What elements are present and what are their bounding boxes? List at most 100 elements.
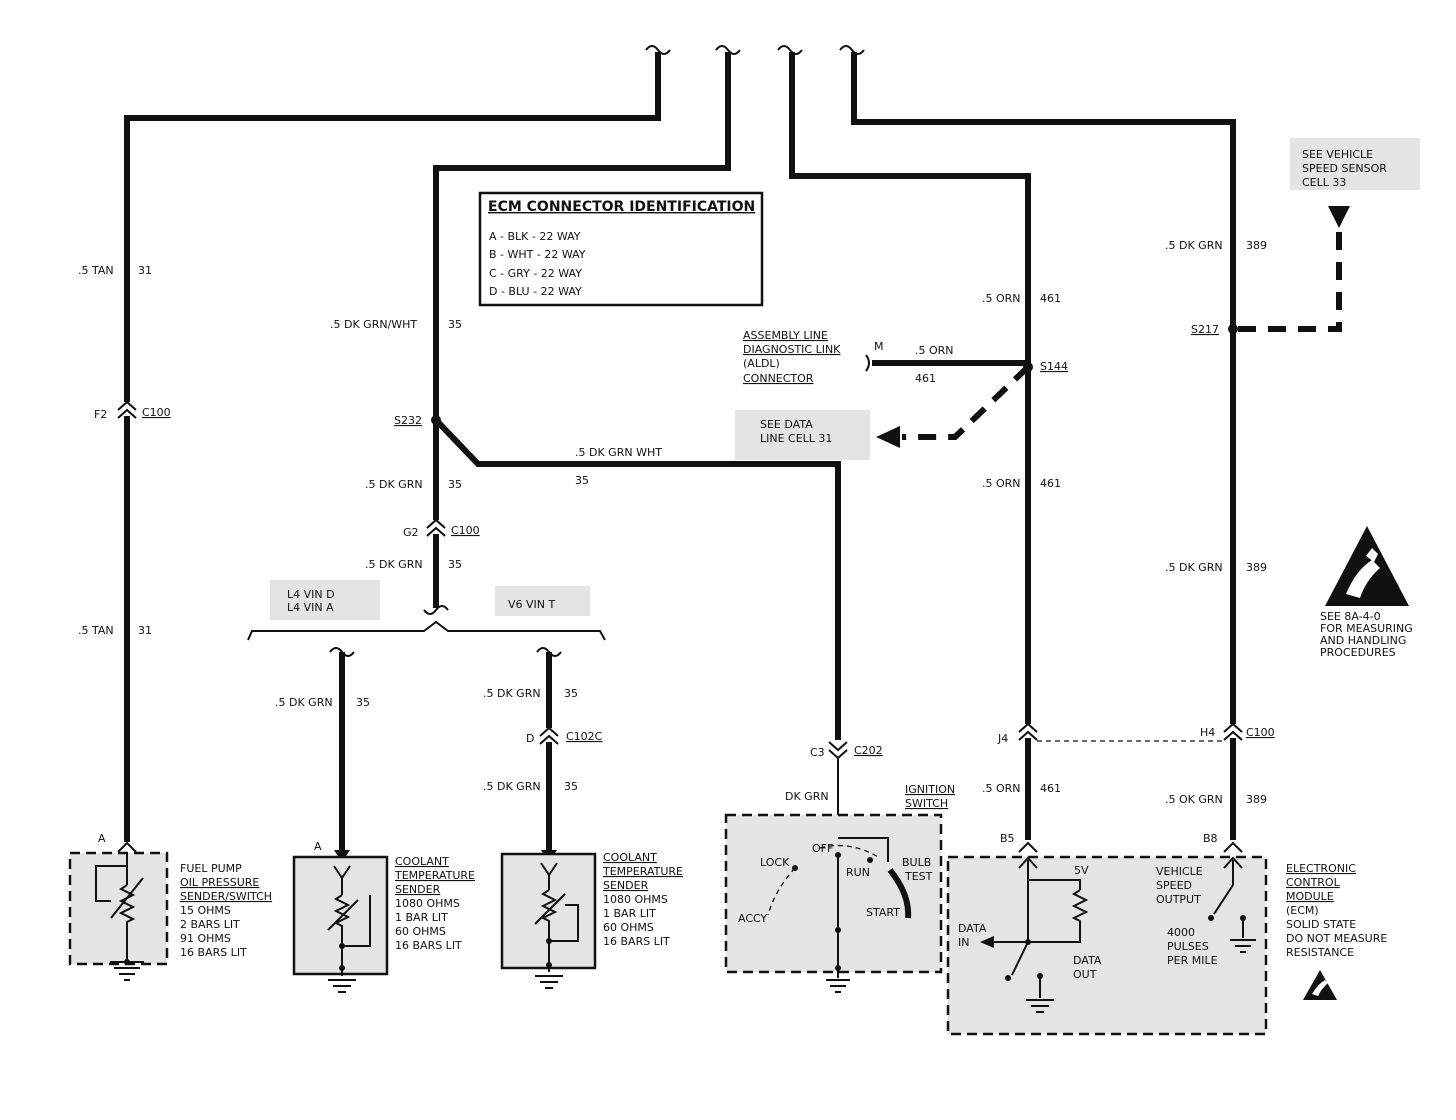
connector-c100-h4	[1223, 722, 1243, 741]
electronic-control-module	[946, 855, 1268, 1036]
wire-31-tan-bottom-circuit: 31	[138, 624, 152, 637]
ecm-vss-output-3: OUTPUT	[1156, 893, 1201, 906]
aldl-pin-label: M	[874, 340, 884, 353]
ignition-pos-lock: LOCK	[760, 856, 790, 869]
aldl-line-4: CONNECTOR	[743, 372, 814, 385]
connector-c100-b-label: C100	[451, 524, 480, 537]
wire-break-g2	[423, 605, 449, 615]
ecm-title-5: SOLID STATE	[1286, 918, 1356, 931]
fuel-pump-line-2: OIL PRESSURE	[180, 876, 259, 889]
ignition-title-2: SWITCH	[905, 797, 948, 810]
splice-s217	[1228, 324, 1238, 334]
wire-461-orn	[789, 52, 1031, 724]
wire-389-dkgrn-top-circuit: 389	[1246, 239, 1267, 252]
esd-ref-4: PROCEDURES	[1320, 646, 1396, 659]
wire-35-dkgrn-l4-circuit: 35	[356, 696, 370, 709]
wire-461-orn-bottom-circuit: 461	[1040, 782, 1061, 795]
wire-35-dkgrnwht-top-color: .5 DK GRN/WHT	[330, 318, 417, 331]
wire-35-dkgrnwht-horiz-color: .5 DK GRN WHT	[575, 446, 662, 459]
engine-l4-line1: L4 VIN D	[287, 588, 335, 601]
ecm-data-in-1: DATA	[958, 922, 987, 935]
data-line-arrow	[876, 426, 900, 448]
connector-c102c-label: C102C	[566, 730, 603, 743]
coolant-l4-line-7: 16 BARS LIT	[395, 939, 462, 952]
ecm-table-title: ECM CONNECTOR IDENTIFICATION	[488, 199, 755, 215]
connector-c3-label: C3	[810, 746, 825, 759]
wire-35-dkgrn-s232-color: .5 DK GRN	[365, 478, 423, 491]
ecm-pulses-1: 4000	[1167, 926, 1195, 939]
coolant-l4-line-2: TEMPERATURE	[394, 869, 475, 882]
fuel-pump-line-3: SENDER/SWITCH	[180, 890, 272, 903]
wire-461-orn-mid-color: .5 ORN	[982, 477, 1021, 490]
wire-461-orn-mid-circuit: 461	[1040, 477, 1061, 490]
data-line-reference-shade	[735, 410, 870, 460]
connector-c202-c3	[828, 741, 848, 760]
coolant-l4-line-3: SENDER	[395, 883, 441, 896]
ecm-table-row-d: D - BLU - 22 WAY	[489, 285, 582, 298]
wire-461-orn-aldl-circuit: 461	[915, 372, 936, 385]
ecm-title-3: MODULE	[1286, 890, 1334, 903]
fuel-pump-line-6: 91 OHMS	[180, 932, 231, 945]
terminal-b8-mark	[1223, 841, 1243, 853]
ecm-title-6: DO NOT MEASURE	[1286, 932, 1387, 945]
coolant-v6-line-7: 16 BARS LIT	[603, 935, 670, 948]
splice-s232-label: S232	[394, 414, 422, 427]
connector-d-label: D	[526, 732, 534, 745]
coolant-l4-line-1: COOLANT	[395, 855, 449, 868]
ecm-table-row-a: A - BLK - 22 WAY	[489, 230, 581, 243]
connector-f2-label: F2	[94, 408, 107, 421]
engine-l4-line2: L4 VIN A	[287, 601, 334, 614]
vss-reference-shade	[1290, 138, 1420, 190]
coolant-v6-line-4: 1080 OHMS	[603, 893, 668, 906]
terminal-b5-mark	[1018, 841, 1038, 853]
fuel-pump-line-4: 15 OHMS	[180, 904, 231, 917]
ecm-5v-label: 5V	[1074, 864, 1089, 877]
wire-35-dkgrnwht-horizontal	[433, 417, 841, 740]
wire-35-dkgrn-v6-bottom-color: .5 DK GRN	[483, 780, 541, 793]
wire-35-dkgrnwht-top-circuit: 35	[448, 318, 462, 331]
ecm-pulses-2: PULSES	[1167, 940, 1209, 953]
coolant-l4-line-4: 1080 OHMS	[395, 897, 460, 910]
ignition-pos-test: TEST	[904, 870, 933, 883]
connector-h4-label: H4	[1200, 726, 1215, 739]
ecm-vss-output-2: SPEED	[1156, 879, 1192, 892]
engine-option-bracket	[247, 620, 606, 641]
fuel-pump-line-1: FUEL PUMP	[180, 862, 242, 875]
vss-ref-2: SPEED SENSOR	[1302, 162, 1387, 175]
connector-c100-a-label: C100	[142, 406, 171, 419]
wire-31-tan-bottom-color: .5 TAN	[78, 624, 114, 637]
connector-c100-f2	[117, 400, 137, 419]
wire-35-dkgrnwht-horiz-circuit: 35	[575, 474, 589, 487]
ecm-title-2: CONTROL	[1286, 876, 1341, 889]
wire-35-dkgrnwht-upper	[433, 52, 731, 420]
l4-option-shade	[270, 580, 380, 620]
v6-option-shade	[495, 586, 590, 616]
wire-389-dkgrn-mid-color: .5 DK GRN	[1165, 561, 1223, 574]
vss-ref-1: SEE VEHICLE	[1302, 148, 1373, 161]
esd-ref-1: SEE 8A-4-0	[1320, 610, 1381, 623]
data-line-ref-1: SEE DATA	[760, 418, 813, 431]
ecm-table-row-c: C - GRY - 22 WAY	[489, 267, 582, 280]
aldl-line-1: ASSEMBLY LINE	[743, 329, 828, 342]
splice-s144-label: S144	[1040, 360, 1068, 373]
fuel-pump-line-7: 16 BARS LIT	[180, 946, 247, 959]
vss-ref-3: CELL 33	[1302, 176, 1346, 189]
connector-c100-j4	[1018, 722, 1038, 741]
ignition-pos-accy: ACCY	[738, 912, 767, 925]
ignition-title-1: IGNITION	[905, 783, 955, 796]
fuel-pump-oil-pressure-sender: A	[68, 832, 169, 981]
data-in-arrow	[980, 936, 994, 948]
connector-a-l4-label: A	[314, 840, 322, 853]
ignition-pos-bulb: BULB	[902, 856, 931, 869]
coolant-v6-line-6: 60 OHMS	[603, 921, 654, 934]
wire-35-dkgrn-l4-color: .5 DK GRN	[275, 696, 333, 709]
coolant-l4-line-6: 60 OHMS	[395, 925, 446, 938]
wire-461-orn-bottom-color: .5 ORN	[982, 782, 1021, 795]
aldl-line-2: DIAGNOSTIC LINK	[743, 343, 841, 356]
wire-389-dkgrn-bottom-circuit: 389	[1246, 793, 1267, 806]
terminal-b5-label: B5	[1000, 832, 1015, 845]
ignition-pos-run: RUN	[846, 866, 870, 879]
esd-small-icon	[1303, 970, 1337, 1000]
data-line-ref-2: LINE CELL 31	[760, 432, 832, 445]
